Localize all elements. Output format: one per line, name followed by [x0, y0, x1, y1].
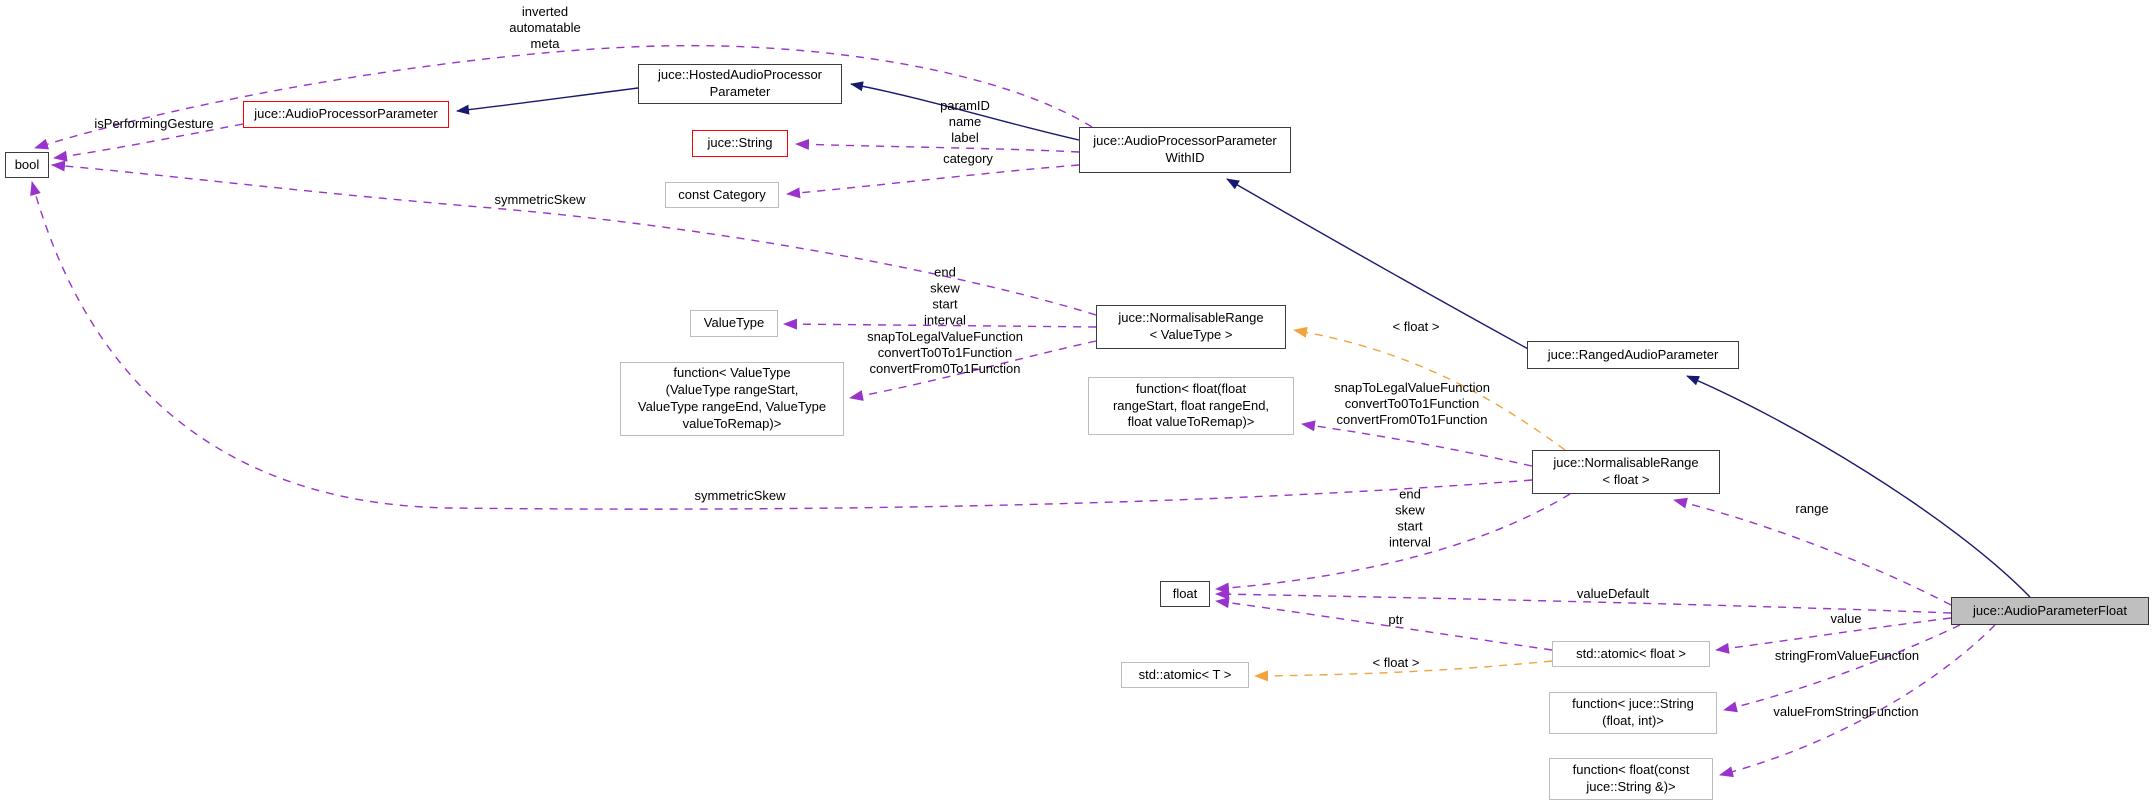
node-std-atomic-t: std::atomic< T > — [1121, 662, 1249, 688]
node-juce-string[interactable]: juce::String — [692, 130, 788, 157]
edge-label-value-default: valueDefault — [1576, 586, 1650, 602]
node-audio-parameter-float: juce::AudioParameterFloat — [1951, 597, 2149, 625]
node-float: float — [1160, 581, 1210, 607]
edge-hosted-to-audioprocessorparameter — [456, 87, 639, 115]
node-function-float-const-string: function< float(const juce::String &)> — [1549, 758, 1713, 800]
edge-withid-to-bool-inverted — [34, 44, 1093, 150]
edge-withid-to-string — [795, 138, 1080, 153]
node-bool: bool — [5, 152, 49, 178]
edge-label-value-from-string-function: valueFromStringFunction — [1773, 704, 1919, 720]
edge-nrvt-to-valuetype — [783, 318, 1097, 330]
node-function-valuetype: function< ValueType (ValueType rangeStar… — [620, 362, 844, 436]
node-normalisable-range-valuetype[interactable]: juce::NormalisableRange < ValueType > — [1096, 305, 1286, 349]
edge-label-range: range — [1795, 501, 1829, 517]
edge-apf-to-function-float-const — [1719, 624, 1996, 778]
node-normalisable-range-float[interactable]: juce::NormalisableRange < float > — [1532, 450, 1720, 494]
edge-label-ptr: ptr — [1388, 612, 1404, 628]
edge-label-end-skew-start-interval-left: end skew start interval — [924, 264, 966, 327]
edge-label-snap-convert-right: snapToLegalValueFunction convertTo0To1Fu… — [1334, 380, 1490, 427]
edge-label-string-from-value-function: stringFromValueFunction — [1774, 648, 1920, 664]
node-const-category: const Category — [665, 182, 779, 208]
edge-atomicfloat-to-float-ptr — [1215, 597, 1553, 651]
edge-apf-to-function-string — [1723, 624, 1961, 713]
edge-atomicfloat-to-atomict-template — [1254, 660, 1553, 682]
edge-label-template-float-lower: < float > — [1372, 655, 1420, 671]
node-value-type: ValueType — [690, 310, 778, 337]
node-function-float-range: function< float(float rangeStart, float … — [1088, 377, 1294, 435]
edge-nrf-to-float-end-skew — [1215, 493, 1571, 594]
edge-nrvt-to-function-valuetype — [849, 340, 1097, 401]
node-hosted-audio-processor-parameter[interactable]: juce::HostedAudioProcessor Parameter — [638, 64, 842, 104]
edge-label-value: value — [1830, 611, 1862, 627]
edge-label-end-skew-start-interval-right: end skew start interval — [1389, 486, 1431, 549]
edge-withid-to-category — [786, 164, 1080, 199]
edge-label-is-performing-gesture: isPerformingGesture — [94, 116, 214, 132]
edge-nrf-to-bool-symmetricskew — [30, 181, 1533, 510]
edge-apf-to-float-valuedefault — [1215, 588, 1952, 614]
edge-nrf-to-function-float — [1301, 420, 1533, 467]
node-audio-processor-parameter-with-id[interactable]: juce::AudioProcessorParameter WithID — [1079, 127, 1291, 173]
edge-label-inverted-automatable-meta: inverted automatable meta — [509, 4, 581, 51]
edge-label-param-id-name-label: paramID name label — [940, 98, 990, 145]
node-audio-processor-parameter[interactable]: juce::AudioProcessorParameter — [243, 101, 449, 128]
node-ranged-audio-parameter[interactable]: juce::RangedAudioParameter — [1527, 341, 1739, 369]
edge-app-to-bool-isperforminggesture — [53, 123, 244, 162]
node-std-atomic-float: std::atomic< float > — [1552, 641, 1710, 667]
node-function-string-float-int: function< juce::String (float, int)> — [1549, 692, 1717, 734]
edge-apf-to-nrf-range — [1673, 497, 1952, 606]
edge-nrf-to-nrvt-template — [1293, 326, 1566, 451]
edge-label-symmetric-skew-upper: symmetricSkew — [494, 192, 586, 208]
edge-label-snap-convert-left: snapToLegalValueFunction convertTo0To1Fu… — [867, 329, 1023, 376]
edge-label-category: category — [943, 151, 993, 167]
edge-audioparameterfloat-to-ranged — [1686, 375, 2031, 598]
edge-label-template-float-upper: < float > — [1392, 319, 1440, 335]
edge-apf-to-atomicfloat-value — [1715, 617, 1952, 654]
edge-ranged-to-withid — [1226, 178, 1531, 351]
edge-withid-to-hosted — [850, 81, 1080, 141]
edge-nrvt-to-bool-symmetricskew — [51, 160, 1097, 316]
edge-label-symmetric-skew-lower: symmetricSkew — [694, 488, 786, 504]
